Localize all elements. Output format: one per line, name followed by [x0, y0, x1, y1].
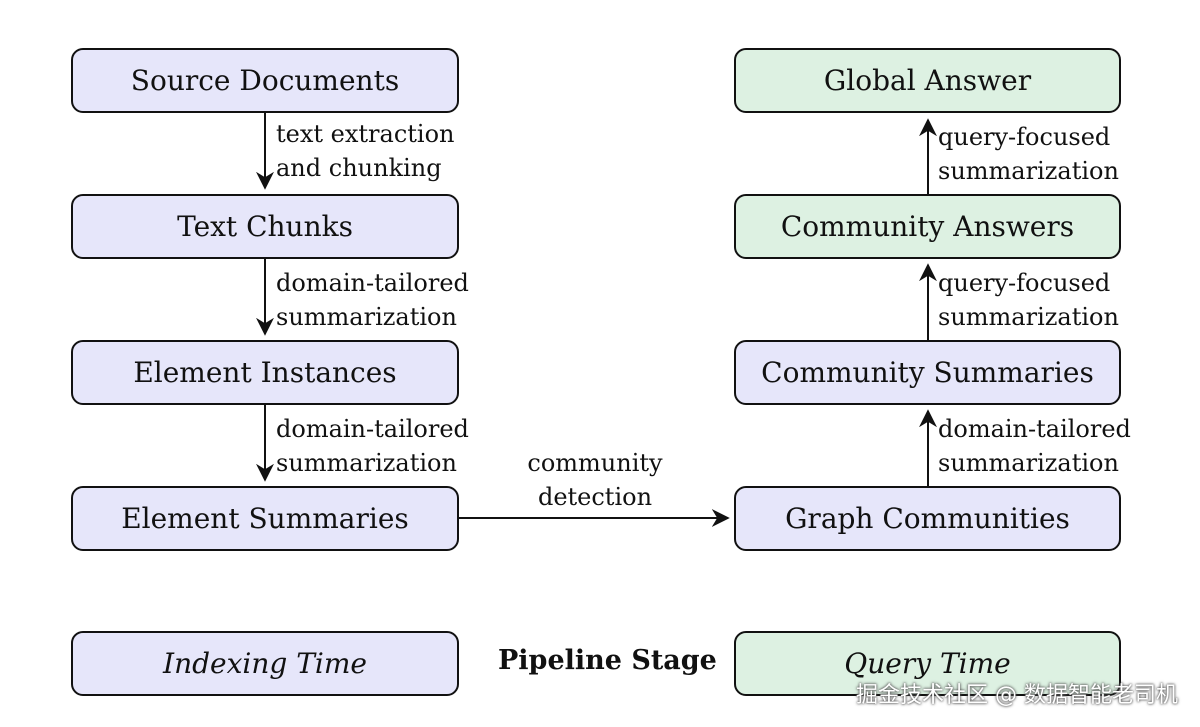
edge-label-line: text extraction: [276, 120, 455, 148]
edge-label-line: summarization: [938, 157, 1119, 185]
edge-label-query-focused-1: query-focused summarization: [938, 266, 1119, 334]
node-community-answers: Community Answers: [734, 194, 1121, 259]
legend-query-time: Query Time: [734, 631, 1121, 696]
node-element-instances: Element Instances: [71, 340, 459, 405]
edge-label-domain-tailored-3: domain-tailored summarization: [938, 412, 1131, 480]
edge-label-line: community: [527, 449, 663, 477]
edge-label-line: summarization: [938, 449, 1119, 477]
edge-label-domain-tailored-2: domain-tailored summarization: [276, 412, 469, 480]
watermark: 掘金技术社区 @ 数据智能老司机: [856, 683, 1178, 708]
node-graph-communities: Graph Communities: [734, 486, 1121, 551]
edge-label-line: detection: [537, 483, 653, 511]
edge-label-line: query-focused: [938, 123, 1111, 151]
node-global-answer: Global Answer: [734, 48, 1121, 113]
edge-label-line: summarization: [276, 449, 457, 477]
node-community-summaries: Community Summaries: [734, 340, 1121, 405]
edge-label-line: summarization: [276, 303, 457, 331]
edge-label-line: summarization: [938, 303, 1119, 331]
edge-label-line: and chunking: [276, 154, 442, 182]
legend-title: Pipeline Stage: [498, 645, 717, 676]
edge-label-query-focused-2: query-focused summarization: [938, 120, 1119, 188]
edge-label-community-detection: community detection: [495, 446, 695, 514]
node-text-chunks: Text Chunks: [71, 194, 459, 259]
edge-label-line: domain-tailored: [938, 415, 1131, 443]
edge-label-text-extraction: text extraction and chunking: [276, 117, 455, 185]
node-source-documents: Source Documents: [71, 48, 459, 113]
edge-label-line: domain-tailored: [276, 269, 469, 297]
edge-label-line: query-focused: [938, 269, 1111, 297]
legend-indexing-time: Indexing Time: [71, 631, 459, 696]
node-element-summaries: Element Summaries: [71, 486, 459, 551]
edge-label-domain-tailored-1: domain-tailored summarization: [276, 266, 469, 334]
edge-label-line: domain-tailored: [276, 415, 469, 443]
